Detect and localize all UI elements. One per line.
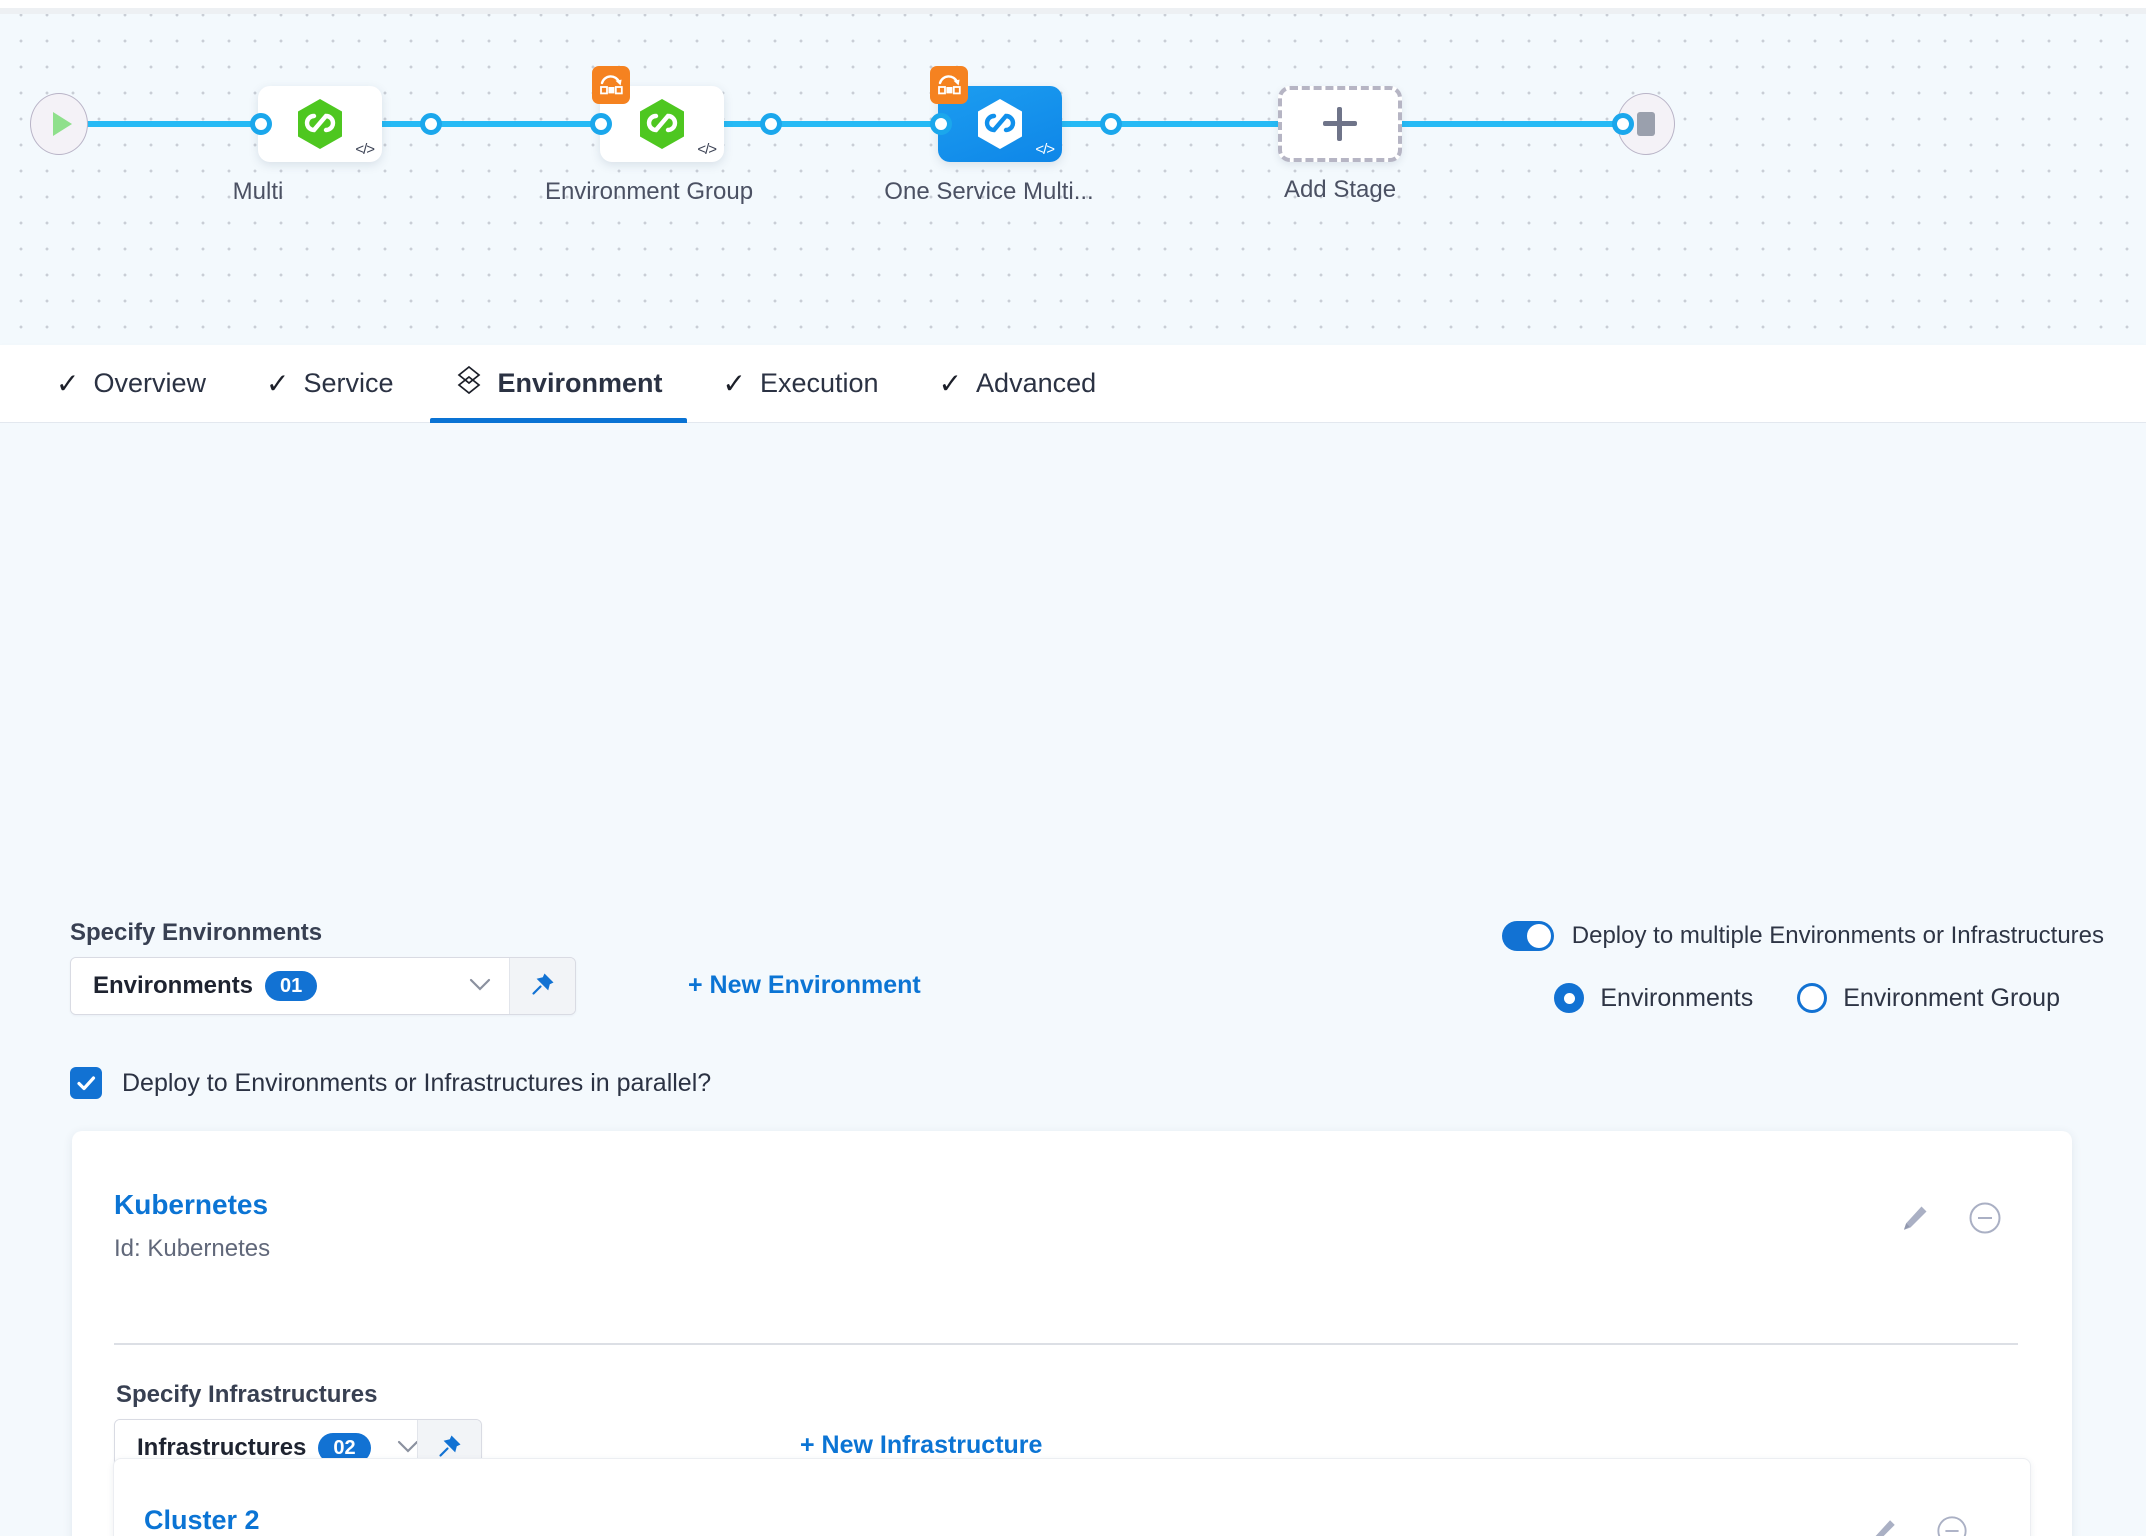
tab-overview[interactable]: ✓ Overview <box>26 345 236 423</box>
infrastructure-name-link[interactable]: Cluster 2 <box>144 1505 260 1535</box>
node-code-icon[interactable]: </> <box>697 141 717 158</box>
tab-label: Environment <box>497 368 663 398</box>
tab-advanced[interactable]: ✓ Advanced <box>909 345 1127 423</box>
pin-icon <box>437 1433 463 1464</box>
node-code-icon[interactable]: </> <box>1035 141 1055 158</box>
play-icon <box>52 112 72 136</box>
pipeline-start-node[interactable] <box>30 93 88 155</box>
deploy-target-radio-group[interactable]: Environments Environment Group <box>1554 983 2060 1013</box>
environment-id-label: Id: Kubernetes <box>114 1235 271 1262</box>
environment-card-actions <box>1900 1201 2002 1235</box>
infrastructure-card-actions <box>1870 1515 1968 1536</box>
radio-environments[interactable]: Environments <box>1554 983 1753 1013</box>
radio-icon-selected <box>1554 983 1585 1013</box>
parallel-deploy-checkbox-row[interactable]: Deploy to Environments or Infrastructure… <box>70 1067 711 1099</box>
pipeline-node-multi[interactable]: </> <box>258 86 382 162</box>
infrastructure-card: Cluster 2 Id: Cluster_2 <box>113 1458 2031 1536</box>
pipeline-node-environment-group[interactable]: </> <box>592 66 724 162</box>
environment-name-link[interactable]: Kubernetes <box>114 1189 269 1220</box>
pipeline-rail <box>58 121 263 127</box>
pipeline-canvas[interactable]: </> Multi </> Environment Group <box>0 0 2146 345</box>
tab-label: Overview <box>93 368 206 398</box>
chevron-down-icon <box>439 975 491 998</box>
layers-icon <box>454 365 484 402</box>
radio-environment-group[interactable]: Environment Group <box>1797 983 2060 1013</box>
environments-select-main[interactable]: Environments 01 <box>71 958 510 1014</box>
plus-icon <box>1323 107 1357 141</box>
minus-circle-icon[interactable] <box>1968 1201 2002 1235</box>
add-stage-label: Add Stage <box>1283 176 1397 203</box>
environments-count-badge: 01 <box>265 971 318 1001</box>
check-icon: ✓ <box>722 367 746 399</box>
chevron-down-icon <box>383 1437 419 1460</box>
check-icon: ✓ <box>56 367 80 399</box>
tab-label: Service <box>303 368 394 398</box>
radio-label: Environment Group <box>1843 983 2060 1012</box>
connector-dot[interactable] <box>930 113 952 135</box>
pipeline-end-node[interactable] <box>1617 93 1675 155</box>
tab-label: Advanced <box>976 368 1097 398</box>
harness-hex-icon <box>978 99 1022 149</box>
new-infrastructure-button[interactable]: + New Infrastructure <box>800 1431 1043 1459</box>
pipeline-node-label: Multi <box>232 178 284 205</box>
pipeline-rail <box>555 121 905 127</box>
stage-tabbar: ✓ Overview ✓ Service Environment ✓ Execu… <box>0 345 2146 423</box>
tab-service[interactable]: ✓ Service <box>236 345 424 423</box>
deploy-multiple-toggle-label: Deploy to multiple Environments or Infra… <box>1571 922 2104 949</box>
environments-select[interactable]: Environments 01 <box>70 957 576 1015</box>
toggle-knob <box>1526 924 1551 948</box>
infrastructures-select-value: Infrastructures <box>137 1434 307 1461</box>
add-stage-button[interactable] <box>1278 86 1402 162</box>
connector-dot[interactable] <box>1100 113 1122 135</box>
minus-circle-icon[interactable] <box>1936 1515 1968 1536</box>
connector-dot[interactable] <box>420 113 442 135</box>
check-icon: ✓ <box>938 367 963 399</box>
check-icon: ✓ <box>266 367 290 399</box>
card-divider <box>114 1343 2018 1345</box>
pipeline-node-label: One Service Multi... <box>884 178 1094 205</box>
environment-card-header: Kubernetes Id: Kubernetes <box>72 1131 2072 1263</box>
tab-environment[interactable]: Environment <box>424 345 693 423</box>
tab-label: Execution <box>760 368 879 398</box>
environment-card: Kubernetes Id: Kubernetes Specify Infras… <box>72 1131 2072 1536</box>
specify-infrastructures-label: Specify Infrastructures <box>116 1381 378 1408</box>
environment-tab-panel: Specify Environments Environments 01 + N… <box>0 423 2146 1536</box>
radio-label: Environments <box>1600 983 1754 1012</box>
radio-icon <box>1797 983 1828 1013</box>
harness-hex-icon <box>640 99 684 149</box>
connector-dot[interactable] <box>1612 113 1634 135</box>
environments-pin-button[interactable] <box>509 958 575 1014</box>
pencil-icon[interactable] <box>1870 1517 1898 1536</box>
connector-dot[interactable] <box>250 113 272 135</box>
harness-hex-icon <box>298 99 342 149</box>
pencil-icon[interactable] <box>1900 1203 1930 1233</box>
connector-dot[interactable] <box>590 113 612 135</box>
deploy-multiple-toggle[interactable] <box>1501 921 1554 951</box>
multi-deploy-badge-icon <box>592 66 630 104</box>
pipeline-node-one-service-multi[interactable]: </> <box>930 66 1062 162</box>
node-code-icon[interactable]: </> <box>355 141 375 158</box>
stop-icon <box>1637 112 1655 136</box>
pin-icon <box>530 971 556 1002</box>
tab-execution[interactable]: ✓ Execution <box>693 345 909 423</box>
new-environment-button[interactable]: + New Environment <box>688 971 921 999</box>
multi-deploy-badge-icon <box>930 66 968 104</box>
connector-dot[interactable] <box>760 113 782 135</box>
specify-environments-label: Specify Environments <box>70 919 323 946</box>
environments-select-value: Environments <box>93 972 254 999</box>
pipeline-node-label: Environment Group <box>544 178 754 205</box>
checkbox-checked-icon[interactable] <box>70 1067 102 1099</box>
parallel-deploy-label: Deploy to Environments or Infrastructure… <box>122 1068 712 1097</box>
deploy-multiple-toggle-row[interactable]: Deploy to multiple Environments or Infra… <box>1501 921 2104 951</box>
